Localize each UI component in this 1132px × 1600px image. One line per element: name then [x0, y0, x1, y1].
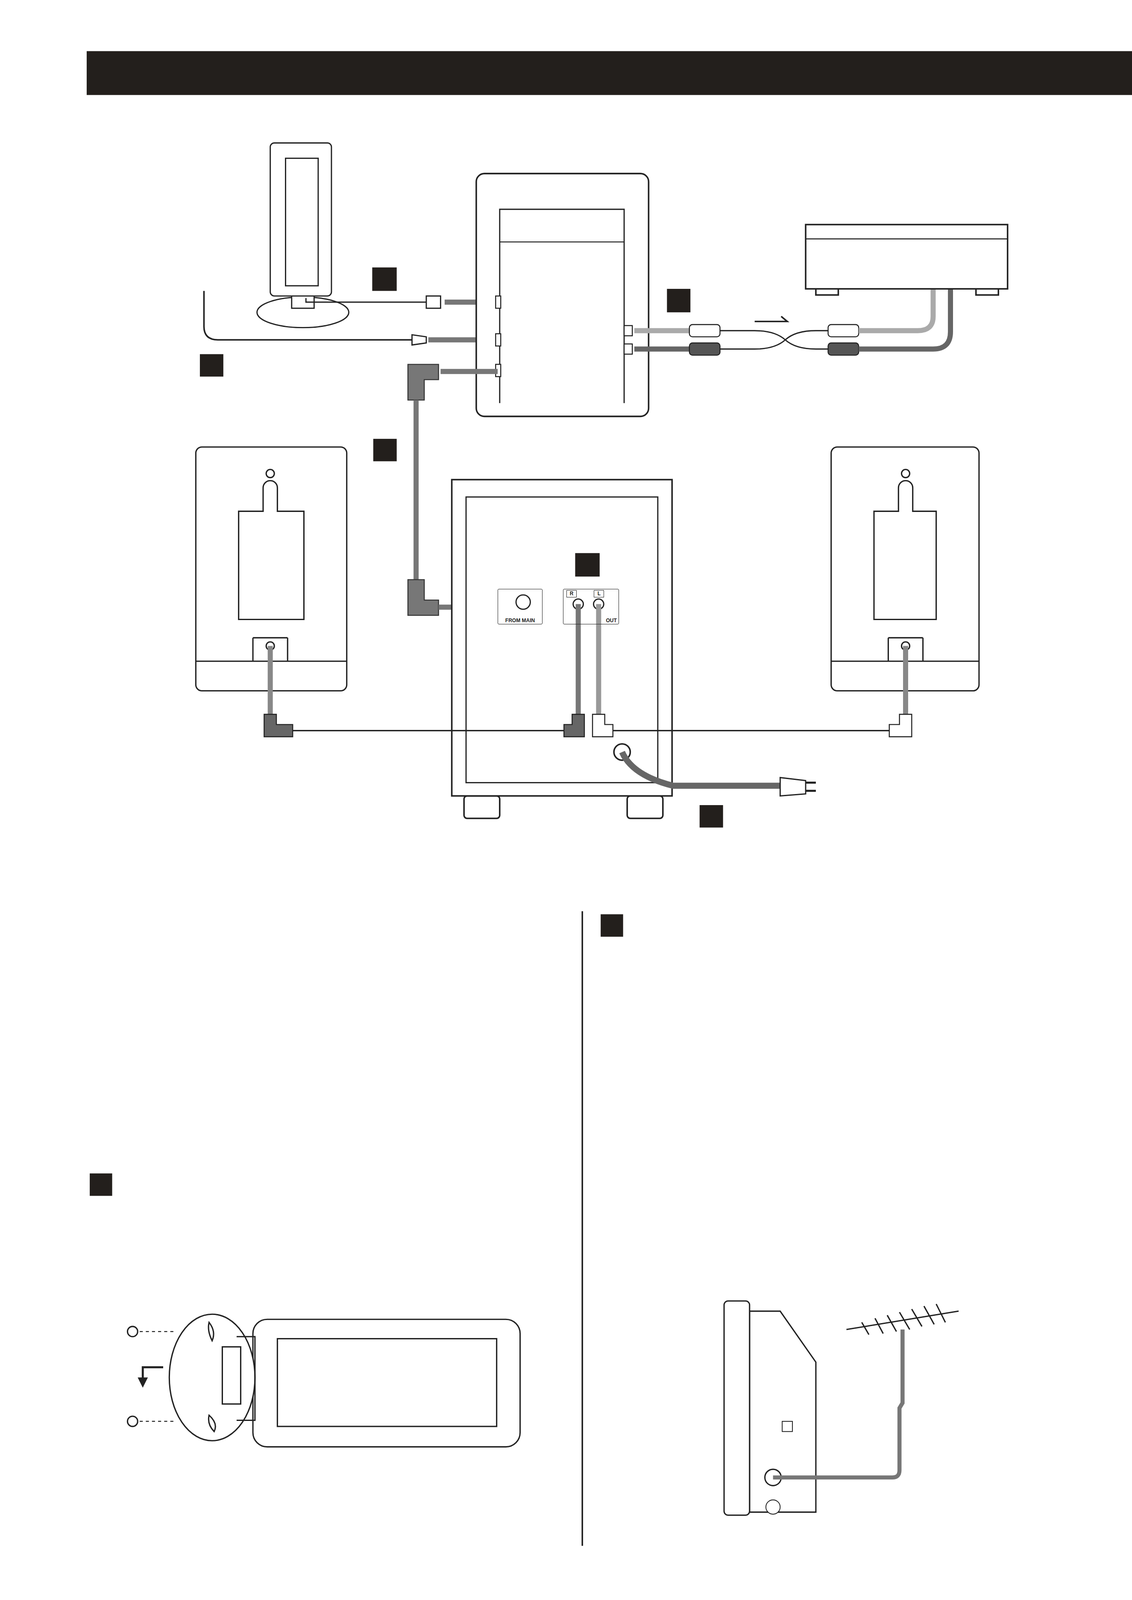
channel-box: L	[593, 589, 605, 598]
subwoofer	[451, 479, 673, 819]
header-bar	[86, 51, 1132, 96]
antenna-stand	[127, 1313, 520, 1446]
channel-box: R	[566, 589, 577, 598]
jack-panel: FROM MAIN	[497, 588, 543, 625]
jack-panel: OUT R L	[563, 588, 619, 625]
main-unit-side	[724, 1300, 816, 1515]
source-player	[805, 224, 1008, 296]
jack-label: FROM MAIN	[505, 617, 535, 623]
jack-label: R	[569, 590, 574, 596]
main-unit	[476, 173, 649, 417]
jack-label: OUT	[605, 617, 617, 623]
loop-antenna	[257, 143, 349, 328]
callout-square	[89, 267, 724, 1196]
jack-label: L	[597, 590, 601, 596]
